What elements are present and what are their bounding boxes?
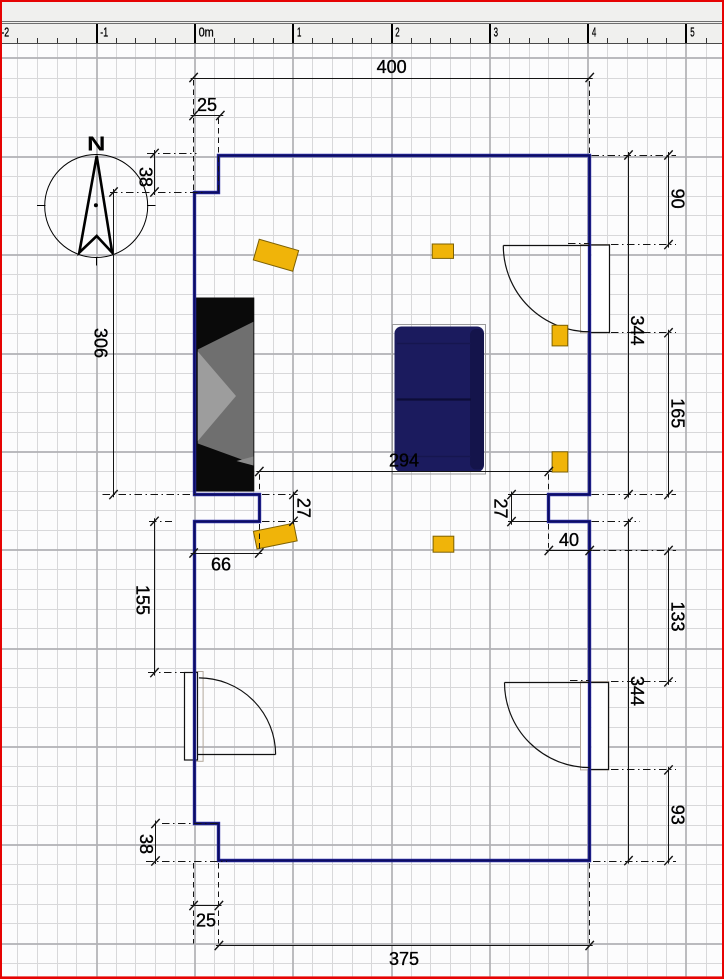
svg-text:38: 38 [136, 167, 156, 187]
svg-text:5: 5 [690, 25, 694, 40]
svg-text:27: 27 [491, 498, 511, 518]
svg-text:93: 93 [668, 805, 688, 825]
svg-text:25: 25 [197, 95, 217, 115]
svg-text:165: 165 [668, 398, 688, 428]
svg-text:344: 344 [627, 315, 647, 345]
svg-text:40: 40 [559, 530, 579, 550]
svg-text:-2: -2 [1, 25, 9, 40]
svg-text:38: 38 [136, 834, 156, 854]
svg-text:-1: -1 [100, 25, 108, 40]
svg-text:27: 27 [294, 498, 314, 518]
svg-text:90: 90 [668, 189, 688, 209]
svg-text:344: 344 [627, 676, 647, 706]
svg-text:294: 294 [389, 450, 419, 470]
svg-text:66: 66 [211, 555, 231, 575]
svg-text:1: 1 [297, 25, 301, 40]
svg-text:155: 155 [133, 585, 153, 615]
svg-text:2: 2 [395, 25, 399, 40]
svg-text:0m: 0m [199, 25, 214, 40]
svg-text:375: 375 [389, 949, 419, 969]
svg-text:25: 25 [196, 911, 216, 931]
svg-text:133: 133 [668, 601, 688, 631]
svg-text:N: N [87, 134, 106, 156]
svg-text:4: 4 [592, 25, 596, 40]
svg-text:306: 306 [91, 328, 111, 358]
svg-text:400: 400 [377, 57, 407, 77]
svg-text:3: 3 [494, 25, 498, 40]
